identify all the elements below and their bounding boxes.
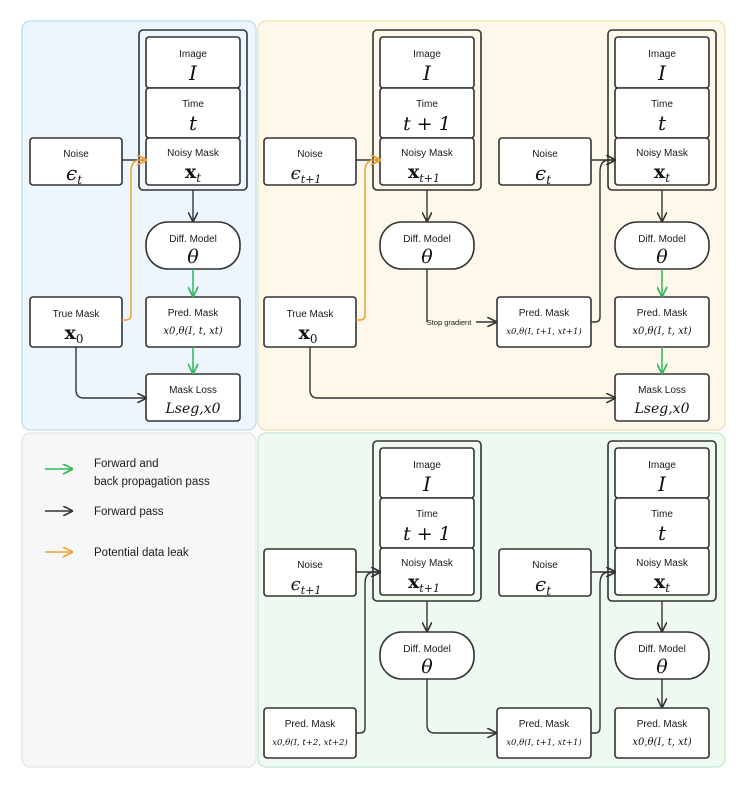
time-label-tr-a: Time bbox=[416, 99, 438, 110]
noise-label-tr-a: Noise bbox=[297, 149, 323, 160]
image-symbol-br-b: I bbox=[657, 472, 667, 496]
pred-mask-label-br-3: Pred. Mask bbox=[637, 719, 689, 730]
true-mask-label-tr: True Mask bbox=[287, 309, 335, 320]
noise-label-tl: Noise bbox=[63, 149, 89, 160]
pred-mask-label-tl: Pred. Mask bbox=[168, 308, 220, 319]
legend-forward-backward-label: Forward and bbox=[94, 458, 159, 470]
noise-label-tr-b: Noise bbox=[532, 149, 558, 160]
noisy-mask-symbol-tl: xt bbox=[185, 161, 201, 185]
theta-symbol-tr-a: θ bbox=[421, 246, 433, 268]
input-stack-tr-a bbox=[372, 29, 482, 191]
time-symbol-br-b: t bbox=[658, 521, 667, 545]
arrow-pred1-to-noisy-br bbox=[356, 572, 380, 734]
noise-box-tr-a bbox=[263, 137, 357, 186]
arrow-truemask-to-loss-tr bbox=[309, 347, 615, 398]
mask-loss-label-tl: Mask Loss bbox=[169, 385, 217, 396]
panel-bottom-left bbox=[21, 432, 257, 768]
mask-loss-symbol-tl: Lseg,x0 bbox=[165, 401, 221, 417]
diff-model-label-tl: Diff. Model bbox=[169, 234, 217, 245]
arrow-leak-tl bbox=[122, 160, 146, 321]
pred-mask-symbol-tr-b: x0,θ(I, t, xt) bbox=[632, 326, 691, 337]
noisy-mask-label-br-b: Noisy Mask bbox=[636, 558, 689, 569]
pred-mask-symbol-br-2: x0,θ(I, t+1, xt+1) bbox=[506, 737, 582, 748]
time-label-br-a: Time bbox=[416, 509, 438, 520]
pred-mask-symbol-br-1: x0,θ(I, t+2, xt+2) bbox=[272, 737, 348, 748]
noise-symbol-br-a: ϵt+1 bbox=[291, 574, 322, 597]
legend-forward-label: Forward pass bbox=[94, 506, 164, 518]
noisy-mask-label-tr-a: Noisy Mask bbox=[401, 148, 454, 159]
pred-mask-symbol-tr-a: x0,θ(I, t+1, xt+1) bbox=[506, 326, 582, 337]
pred-mask-box-br-1 bbox=[263, 707, 357, 759]
noise-box-tr-b bbox=[498, 137, 592, 186]
mask-loss-symbol-tr: Lseg,x0 bbox=[634, 401, 690, 417]
noisy-mask-label-tr-b: Noisy Mask bbox=[636, 148, 689, 159]
input-stack-tl bbox=[138, 29, 248, 191]
noisy-mask-symbol-br-b: xt bbox=[654, 571, 670, 595]
time-symbol-tr-a: t + 1 bbox=[403, 113, 451, 135]
pred-mask-box-br-2 bbox=[496, 707, 592, 759]
diff-model-label-tr-a: Diff. Model bbox=[403, 234, 451, 245]
mask-loss-label-tr: Mask Loss bbox=[638, 385, 686, 396]
time-label-tr-b: Time bbox=[651, 99, 673, 110]
pred-mask-symbol-tl: x0,θ(I, t, xt) bbox=[163, 326, 222, 337]
noisy-mask-label-tl: Noisy Mask bbox=[167, 148, 220, 159]
noise-symbol-tl: ϵt bbox=[66, 161, 82, 187]
image-symbol-tr-a: I bbox=[422, 61, 432, 85]
pred-mask-box-br-3 bbox=[614, 707, 710, 759]
noise-symbol-tr-a: ϵt+1 bbox=[291, 163, 322, 186]
image-symbol-tl: I bbox=[188, 61, 198, 85]
noisy-mask-symbol-tr-b: xt bbox=[654, 161, 670, 185]
noise-label-br-a: Noise bbox=[297, 560, 323, 571]
theta-symbol-tr-b: θ bbox=[656, 246, 668, 268]
noise-symbol-br-b: ϵt bbox=[535, 572, 551, 598]
image-label-tr-b: Image bbox=[648, 49, 676, 60]
pred-mask-box-tr-b bbox=[614, 296, 710, 348]
pred-mask-label-br-1: Pred. Mask bbox=[285, 719, 337, 730]
pred-mask-box-tr-a bbox=[496, 296, 592, 348]
diff-model-label-tr-b: Diff. Model bbox=[638, 234, 686, 245]
true-mask-symbol-tr: x0 bbox=[299, 322, 318, 346]
noise-box-tl bbox=[29, 137, 123, 186]
arrow-model-to-pred2-br bbox=[426, 679, 496, 733]
noise-label-br-b: Noise bbox=[532, 560, 558, 571]
noise-symbol-tr-b: ϵt bbox=[535, 161, 551, 187]
time-symbol-br-a: t + 1 bbox=[403, 523, 451, 545]
theta-symbol-br-b: θ bbox=[656, 656, 668, 678]
diff-model-label-br-a: Diff. Model bbox=[403, 644, 451, 655]
arrow-leak-tr bbox=[356, 160, 380, 321]
pred-mask-label-br-2: Pred. Mask bbox=[519, 719, 571, 730]
image-symbol-tr-b: I bbox=[657, 61, 667, 85]
stop-gradient-label: Stop gradient bbox=[427, 318, 473, 327]
image-symbol-br-a: I bbox=[422, 472, 432, 496]
arrow-truemask-to-loss-tl bbox=[75, 347, 146, 398]
image-label-br-b: Image bbox=[648, 460, 676, 471]
input-stack-br-a bbox=[372, 440, 482, 602]
theta-symbol-br-a: θ bbox=[421, 656, 433, 678]
pred-mask-symbol-br-3: x0,θ(I, t, xt) bbox=[632, 737, 691, 748]
legend-forward-backward-label-2: back propagation pass bbox=[94, 476, 210, 488]
pred-mask-label-tr-b: Pred. Mask bbox=[637, 308, 689, 319]
image-label-tr-a: Image bbox=[413, 49, 441, 60]
noisy-mask-label-br-a: Noisy Mask bbox=[401, 558, 454, 569]
time-symbol-tr-b: t bbox=[658, 111, 667, 135]
noisy-mask-symbol-tr-a: xt+1 bbox=[408, 161, 440, 185]
time-label-tl: Time bbox=[182, 99, 204, 110]
pred-mask-box-tl bbox=[145, 296, 241, 348]
time-label-br-b: Time bbox=[651, 509, 673, 520]
true-mask-symbol-tl: x0 bbox=[65, 322, 84, 346]
diff-model-label-br-b: Diff. Model bbox=[638, 644, 686, 655]
theta-symbol-tl: θ bbox=[187, 246, 199, 268]
image-label-br-a: Image bbox=[413, 460, 441, 471]
image-label-tl: Image bbox=[179, 49, 207, 60]
input-stack-tr-b bbox=[607, 29, 717, 191]
pred-mask-label-tr-a: Pred. Mask bbox=[519, 308, 571, 319]
true-mask-label-tl: True Mask bbox=[53, 309, 101, 320]
legend-leak-label: Potential data leak bbox=[94, 547, 189, 559]
noisy-mask-symbol-br-a: xt+1 bbox=[408, 571, 440, 595]
time-symbol-tl: t bbox=[189, 111, 198, 135]
